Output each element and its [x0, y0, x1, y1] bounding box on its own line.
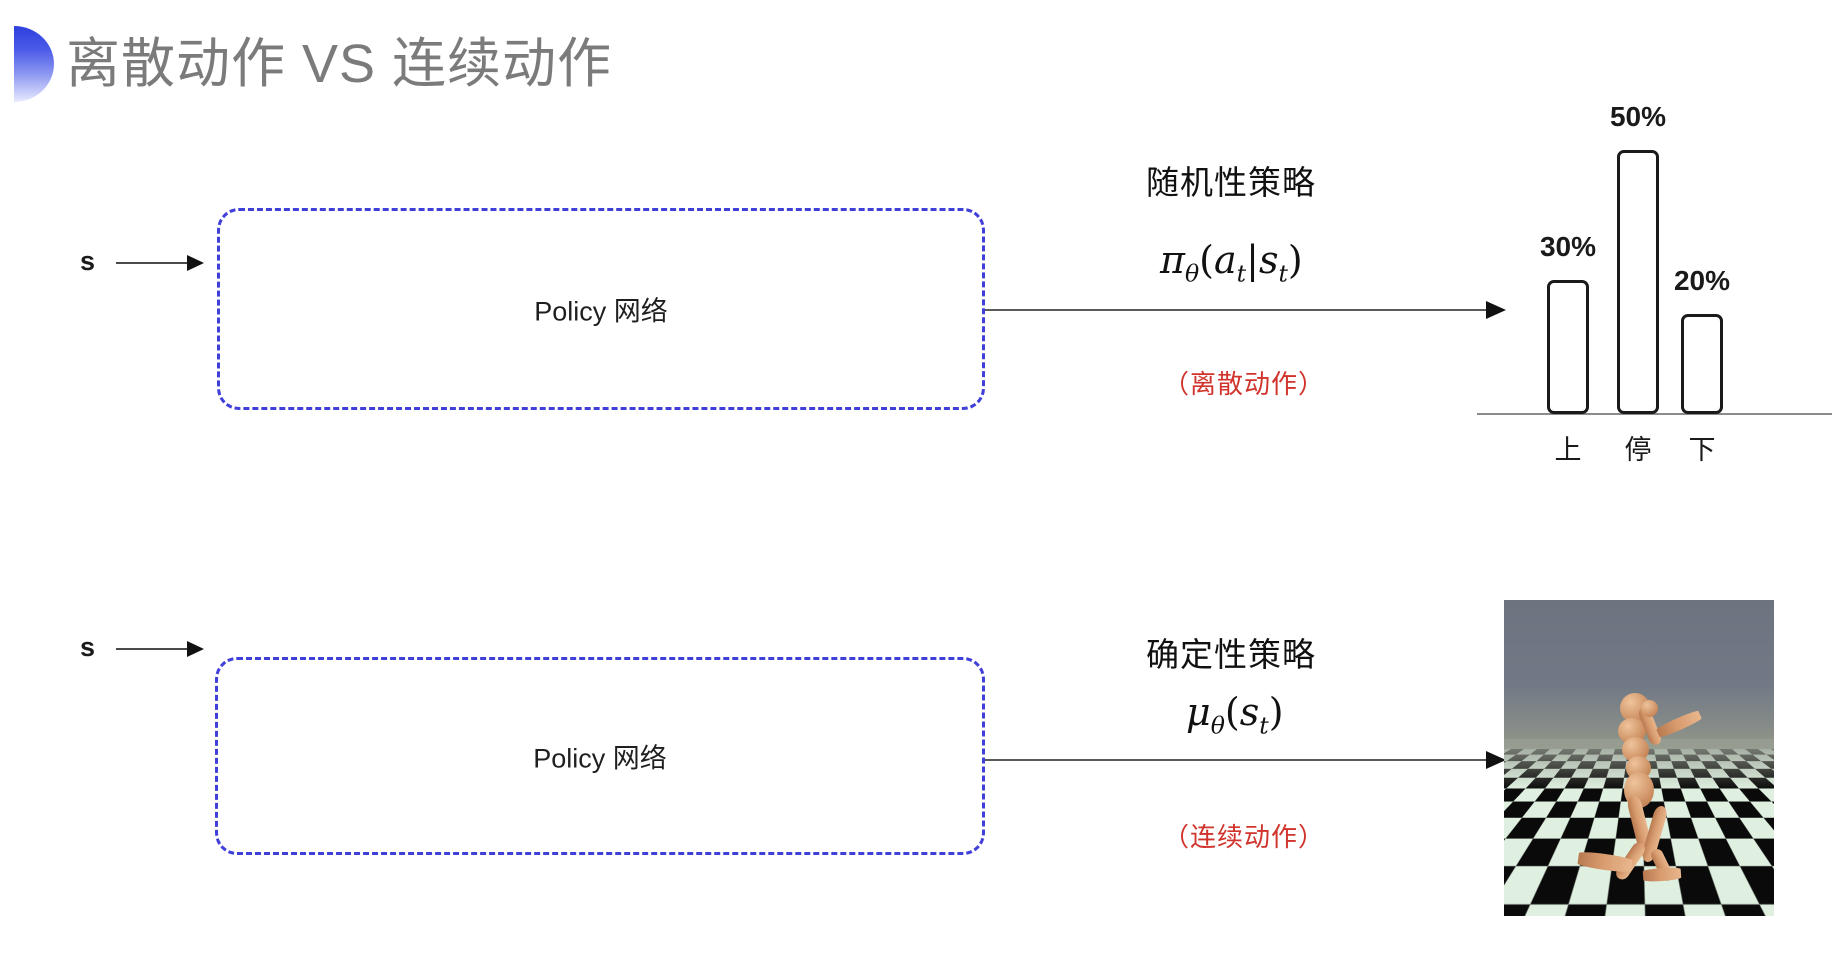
bar-1: [1617, 150, 1659, 414]
formula-theta: θ: [1184, 259, 1200, 288]
bar-category-0: 上: [1554, 435, 1582, 465]
formula-mu: μ: [1186, 690, 1211, 734]
policy-network-box-discrete[interactable]: Policy 网络: [217, 208, 985, 410]
policy-network-box-continuous[interactable]: Policy 网络: [215, 657, 985, 855]
bar-2: [1681, 314, 1723, 414]
output-arrow-discrete: [985, 301, 1506, 319]
formula-pi: π: [1160, 238, 1185, 282]
bar-value-2: 20%: [1673, 265, 1731, 296]
formula-close-paren: ): [1287, 238, 1303, 282]
formula-mu-open-paren: (: [1224, 690, 1240, 734]
formula-mu-close-paren: ): [1268, 690, 1284, 734]
stochastic-policy-title: 随机性策略: [1146, 164, 1316, 201]
humanoid-hand-right: [1641, 700, 1658, 717]
output-arrow-continuous: [985, 751, 1506, 769]
bar-value-0: 30%: [1539, 231, 1597, 262]
bar-value-1: 50%: [1609, 101, 1667, 132]
deterministic-policy-title: 确定性策略: [1146, 636, 1316, 673]
discrete-action-note: （离散动作）: [1163, 369, 1326, 399]
chart-baseline: [1477, 413, 1832, 415]
formula-mu-theta: θ: [1210, 711, 1225, 740]
formula-s: s: [1258, 238, 1279, 282]
deterministic-policy-formula: μθ(st): [1186, 690, 1284, 740]
formula-mu-s: s: [1239, 690, 1260, 734]
input-arrow-discrete: [116, 255, 204, 271]
formula-s-sub: t: [1278, 259, 1288, 288]
bottom-edge: [0, 962, 1846, 966]
bar-category-2: 下: [1688, 435, 1716, 465]
formula-a-sub: t: [1236, 259, 1247, 288]
bar-0: [1547, 280, 1589, 414]
input-state-label-discrete: s: [80, 246, 96, 276]
formula-open-paren: (: [1199, 238, 1214, 282]
stochastic-policy-formula: πθ(at|st): [1160, 238, 1303, 288]
continuous-action-note: （连续动作）: [1163, 822, 1326, 852]
formula-mu-s-sub: t: [1259, 711, 1269, 740]
policy-network-label-continuous: Policy 网络: [533, 743, 667, 774]
formula-bar: |: [1246, 238, 1259, 282]
mujoco-humanoid-simulation-image: [1504, 600, 1774, 916]
page-title: 离散动作 VS 连续动作: [66, 34, 613, 94]
formula-a: a: [1214, 238, 1237, 282]
input-state-label-continuous: s: [80, 632, 96, 662]
half-circle-bullet-icon: [14, 26, 54, 102]
input-arrow-continuous: [116, 641, 204, 657]
bar-category-1: 停: [1624, 435, 1652, 465]
policy-network-label-discrete: Policy 网络: [534, 296, 668, 327]
